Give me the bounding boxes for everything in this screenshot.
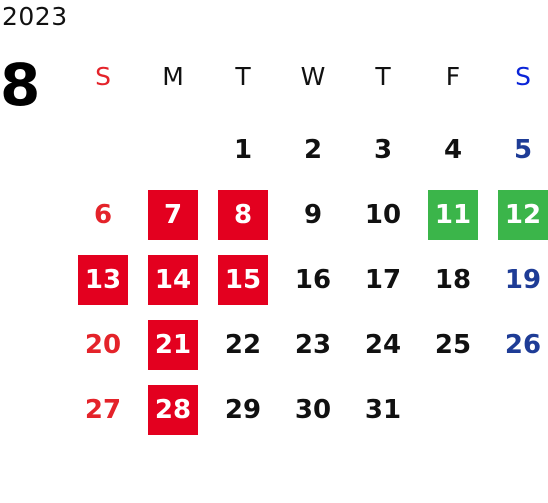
day-cell: 24 <box>348 320 418 370</box>
day-cell <box>418 385 488 435</box>
day-cell: 10 <box>348 190 418 240</box>
day-30: 30 <box>294 395 332 425</box>
day-14: 14 <box>148 255 198 305</box>
day-26: 26 <box>504 330 542 360</box>
day-8: 8 <box>218 190 268 240</box>
day-19: 19 <box>504 265 542 295</box>
day-cell: 26 <box>488 320 548 370</box>
day-cell: 14 <box>138 255 208 305</box>
day-31: 31 <box>364 395 402 425</box>
weekday-wednesday: W <box>300 62 326 91</box>
day-cell: 21 <box>138 320 208 370</box>
day-cell: 6 <box>68 190 138 240</box>
day-10: 10 <box>364 200 402 230</box>
weekday-tuesday: T <box>235 62 251 91</box>
day-5: 5 <box>513 135 533 165</box>
day-cell: 15 <box>208 255 278 305</box>
day-cell: 17 <box>348 255 418 305</box>
day-cell: 7 <box>138 190 208 240</box>
day-4: 4 <box>443 135 463 165</box>
day-cell: 19 <box>488 255 548 305</box>
day-cell: 2 <box>278 125 348 175</box>
day-cell: 3 <box>348 125 418 175</box>
day-25: 25 <box>434 330 472 360</box>
day-27: 27 <box>84 395 122 425</box>
calendar-week-3: 13 14 15 16 17 18 19 <box>68 255 548 305</box>
day-cell: 8 <box>208 190 278 240</box>
day-29: 29 <box>224 395 262 425</box>
day-cell: 25 <box>418 320 488 370</box>
day-28: 28 <box>148 385 198 435</box>
day-cell: 23 <box>278 320 348 370</box>
day-23: 23 <box>294 330 332 360</box>
day-cell: 16 <box>278 255 348 305</box>
day-cell: 9 <box>278 190 348 240</box>
day-cell <box>488 385 548 435</box>
day-17: 17 <box>364 265 402 295</box>
day-21: 21 <box>148 320 198 370</box>
day-13: 13 <box>78 255 128 305</box>
day-cell: 11 <box>418 190 488 240</box>
day-22: 22 <box>224 330 262 360</box>
calendar-month: 8 <box>0 51 41 119</box>
day-cell: 12 <box>488 190 548 240</box>
day-20: 20 <box>84 330 122 360</box>
day-cell: 22 <box>208 320 278 370</box>
day-cell: 1 <box>208 125 278 175</box>
weekday-monday: M <box>162 62 184 91</box>
day-cell <box>68 125 138 175</box>
day-cell: 4 <box>418 125 488 175</box>
day-1: 1 <box>233 135 253 165</box>
day-9: 9 <box>303 200 323 230</box>
day-6: 6 <box>93 200 113 230</box>
day-18: 18 <box>434 265 472 295</box>
day-24: 24 <box>364 330 402 360</box>
day-cell: 20 <box>68 320 138 370</box>
day-11: 11 <box>428 190 478 240</box>
day-cell: 31 <box>348 385 418 435</box>
day-cell: 28 <box>138 385 208 435</box>
calendar-year: 2023 <box>2 2 68 31</box>
day-cell: 5 <box>488 125 548 175</box>
calendar-week-5: 27 28 29 30 31 <box>68 385 548 435</box>
day-cell: 18 <box>418 255 488 305</box>
day-cell: 13 <box>68 255 138 305</box>
day-15: 15 <box>218 255 268 305</box>
day-16: 16 <box>294 265 332 295</box>
calendar-week-4: 20 21 22 23 24 25 26 <box>68 320 548 370</box>
day-3: 3 <box>373 135 393 165</box>
day-cell: 30 <box>278 385 348 435</box>
weekday-thursday: T <box>375 62 391 91</box>
weekday-header-row: S M T W T F S <box>68 62 548 91</box>
weekday-saturday: S <box>515 62 531 91</box>
day-cell: 29 <box>208 385 278 435</box>
day-7: 7 <box>148 190 198 240</box>
day-cell: 27 <box>68 385 138 435</box>
day-2: 2 <box>303 135 323 165</box>
weekday-friday: F <box>445 62 461 91</box>
weekday-sunday: S <box>95 62 111 91</box>
day-12: 12 <box>498 190 548 240</box>
calendar-week-1: 1 2 3 4 5 <box>68 125 548 175</box>
day-cell <box>138 125 208 175</box>
